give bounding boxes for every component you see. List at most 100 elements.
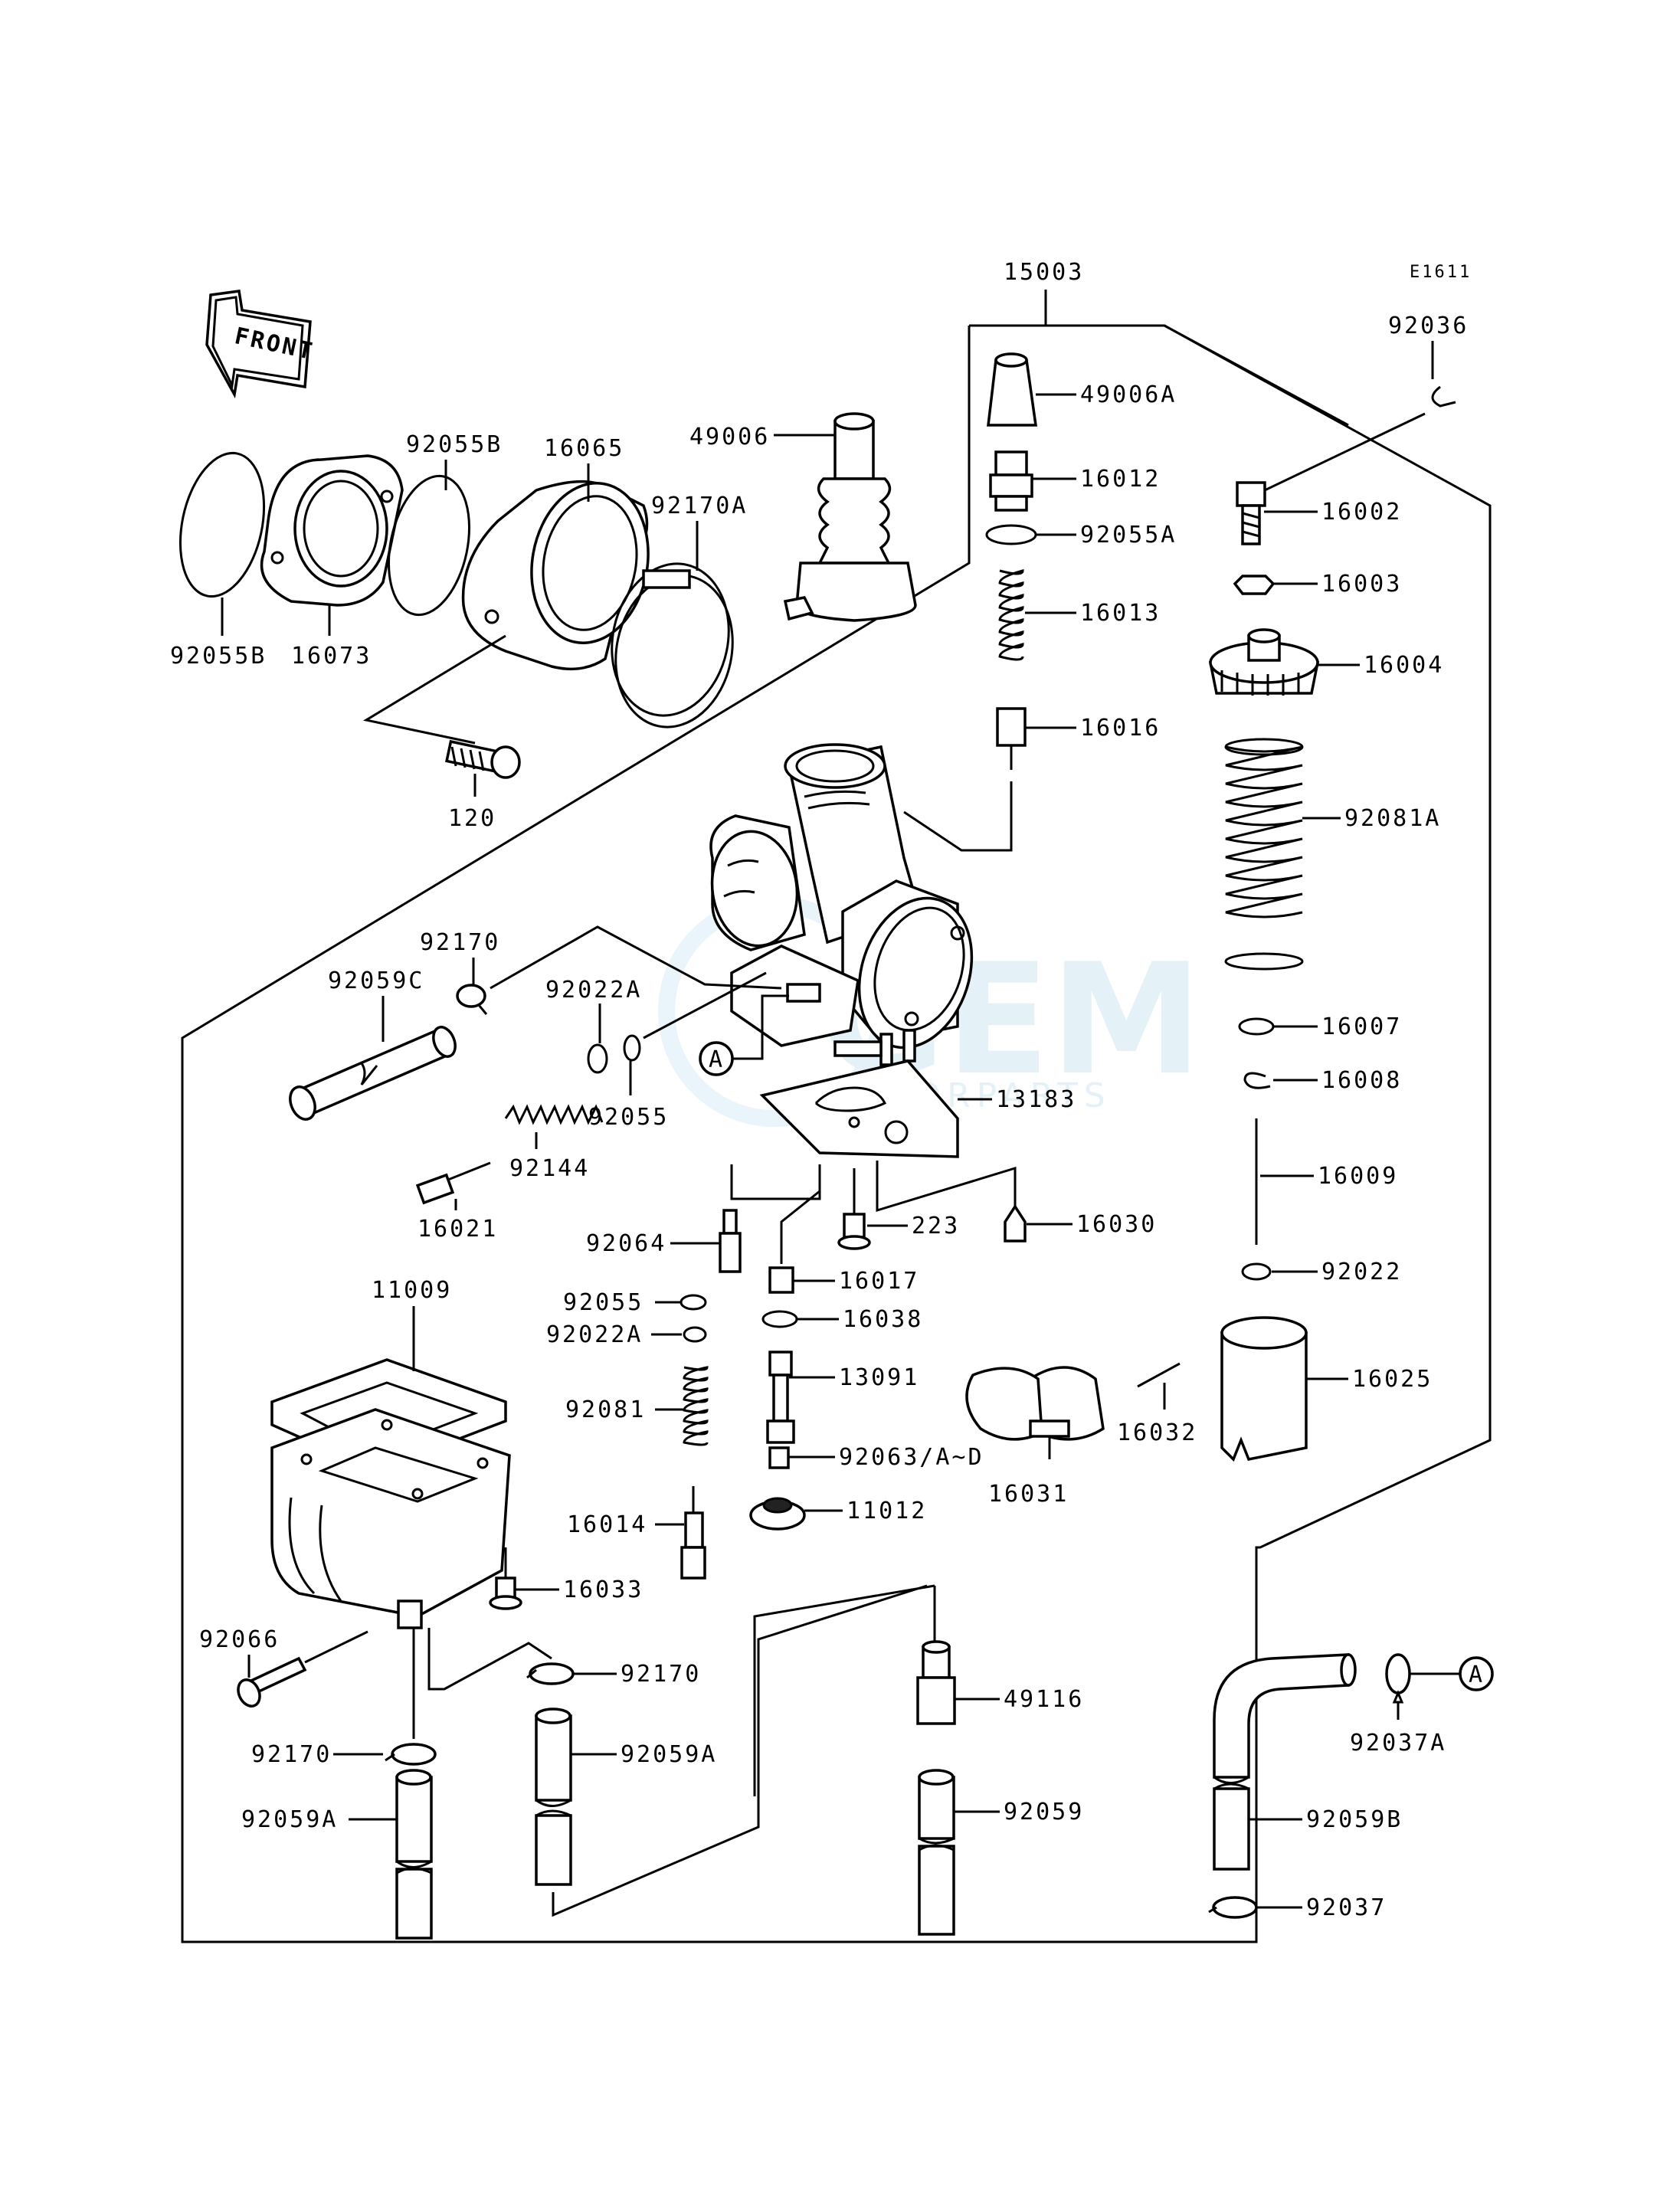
- label-16009: 16009: [1318, 1163, 1398, 1190]
- part-92170A-clamp: 92170A: [611, 493, 748, 729]
- part-92022A-washer-top: 92022A: [545, 977, 642, 1074]
- part-92022A-washer-low: 92022A: [546, 1321, 707, 1348]
- label-16033: 16033: [563, 1577, 644, 1603]
- label-92022A-low: 92022A: [546, 1321, 643, 1348]
- part-16038-oring: 16038: [761, 1306, 921, 1333]
- label-49006A: 49006A: [1080, 381, 1177, 408]
- part-16014-float-valve: 16014: [567, 1486, 706, 1580]
- part-16016-fitting: 16016: [996, 707, 1161, 770]
- part-92059B-hose: 92059B: [1213, 1653, 1400, 1871]
- part-223-screw: 223: [837, 1168, 960, 1250]
- part-16073-flange: 16073: [260, 454, 404, 670]
- part-92059C-tube: 92059C: [289, 968, 457, 1121]
- part-16017-jet: 16017: [768, 1266, 919, 1295]
- part-92081A-spring: 92081A: [1224, 738, 1439, 971]
- label-92059A-low: 92059A: [241, 1806, 338, 1833]
- part-11009-float-bowl: 11009: [270, 1277, 511, 1629]
- callout-a-circle-right: [1459, 1656, 1494, 1691]
- part-16003-nut: 16003: [1233, 571, 1402, 598]
- part-49116-fitting: 49116: [916, 1586, 1084, 1725]
- part-13091-needle-jet: 13091: [766, 1351, 919, 1444]
- callout-a-right: A: [1469, 1662, 1485, 1688]
- part-16013-spring: 16013: [998, 569, 1158, 661]
- label-92036: 92036: [1388, 313, 1469, 339]
- part-16007-washer: 16007: [1238, 1013, 1402, 1040]
- label-92170A: 92170A: [651, 493, 748, 519]
- part-16065-holder: 16065: [461, 435, 650, 671]
- label-16016: 16016: [1080, 715, 1161, 742]
- label-15003: 15003: [1004, 259, 1084, 286]
- part-carburetor-body: [709, 743, 974, 1066]
- label-16021: 16021: [418, 1216, 498, 1243]
- part-16033-screw: 16033: [489, 1547, 644, 1610]
- label-49116: 49116: [1004, 1686, 1084, 1713]
- label-92170-low: 92170: [251, 1741, 332, 1768]
- label-11012: 11012: [847, 1498, 927, 1524]
- label-16031: 16031: [988, 1481, 1069, 1508]
- label-16032: 16032: [1117, 1419, 1197, 1446]
- part-92055B-oring-left: 92055B: [170, 451, 266, 670]
- label-92170-top: 92170: [420, 929, 500, 956]
- part-11012-seat: 11012: [749, 1497, 927, 1531]
- part-16030-valve: 16030: [1004, 1203, 1157, 1243]
- label-92022A-top: 92022A: [545, 977, 642, 1004]
- part-92170-clip-top: 92170: [420, 929, 500, 1015]
- label-16002: 16002: [1321, 499, 1402, 526]
- label-92059: 92059: [1004, 1799, 1084, 1825]
- part-92037-clip: 92037: [1208, 1894, 1387, 1921]
- label-92055A: 92055A: [1080, 522, 1177, 548]
- label-16030: 16030: [1076, 1211, 1157, 1238]
- part-92063-jet: 92063/A~D: [768, 1444, 982, 1471]
- label-92059A-mid: 92059A: [621, 1741, 717, 1768]
- label-92055-low: 92055: [563, 1289, 644, 1316]
- assembly-outline: [181, 324, 1492, 1943]
- label-16073: 16073: [291, 643, 372, 670]
- label-92064: 92064: [586, 1230, 666, 1257]
- part-13183-gasket: 13183: [759, 1059, 1074, 1158]
- label-11009: 11009: [372, 1277, 452, 1304]
- part-92170-clip-low: 92170: [251, 1741, 437, 1768]
- part-92037A-clip: 92037A: [1350, 1653, 1446, 1757]
- label-16012: 16012: [1080, 466, 1161, 493]
- label-16017: 16017: [839, 1268, 919, 1295]
- part-92055B-oring-top: 92055B: [387, 431, 503, 617]
- part-92059A-tube-mid: 92059A: [535, 1708, 717, 1886]
- part-92036-clip: 92036: [1388, 313, 1469, 408]
- label-16008: 16008: [1321, 1067, 1402, 1094]
- part-92144-spring: 92144: [504, 1104, 604, 1182]
- part-16004-cap: 16004: [1208, 628, 1444, 696]
- part-92055-oring-mid: 92055: [588, 1034, 669, 1131]
- part-16021-pilot-screw: 16021: [415, 1161, 498, 1243]
- part-16031-float: 16031: [965, 1366, 1105, 1508]
- label-120: 120: [448, 805, 496, 832]
- part-16009-needle: 16009: [1255, 1118, 1398, 1245]
- label-92170-mid: 92170: [621, 1661, 701, 1688]
- part-92066-drain-screw: 92066: [199, 1626, 368, 1708]
- label-92037: 92037: [1306, 1894, 1387, 1921]
- label-16003: 16003: [1321, 571, 1402, 598]
- callout-a-circle-body: [699, 1041, 734, 1076]
- part-16032-pin: 16032: [1117, 1362, 1197, 1446]
- part-92022-washer: 92022: [1241, 1259, 1400, 1285]
- label-92055-mid: 92055: [588, 1104, 669, 1131]
- part-49006-boot: 49006: [689, 412, 917, 622]
- label-16007: 16007: [1321, 1013, 1402, 1040]
- label-92081: 92081: [565, 1396, 646, 1423]
- label-16004: 16004: [1364, 652, 1444, 679]
- label-92144: 92144: [509, 1155, 590, 1182]
- part-16002-screw: 16002: [1236, 481, 1402, 545]
- label-223: 223: [912, 1213, 960, 1239]
- label-13091: 13091: [839, 1364, 919, 1391]
- part-92064-jet: 92064: [586, 1209, 742, 1273]
- label-49006: 49006: [689, 424, 770, 450]
- part-92170-clip-mid: 92170: [526, 1661, 701, 1688]
- part-49006A-cap: 49006A: [987, 352, 1177, 427]
- label-16025: 16025: [1352, 1366, 1433, 1393]
- part-92081-spring: 92081: [565, 1366, 709, 1446]
- part-16008-clip: 16008: [1243, 1067, 1402, 1094]
- part-92055A-oring: 92055A: [985, 522, 1177, 548]
- label-92055B-top: 92055B: [406, 431, 503, 458]
- label-16014: 16014: [567, 1511, 647, 1538]
- label-92037A: 92037A: [1350, 1730, 1446, 1757]
